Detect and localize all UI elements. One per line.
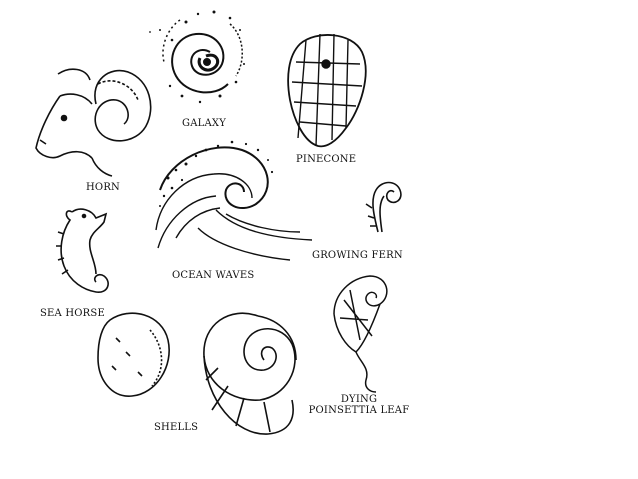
label-ocean-waves: OCEAN WAVES [172,270,255,281]
ocean-waves-drawing [155,146,313,261]
label-horn: HORN [86,182,120,193]
wave-spray [159,140,274,207]
label-dying-line2: POINSETTIA LEAF [308,405,410,416]
label-dying-line1: DYING [340,394,378,405]
dying-poinsettia-leaf-drawing [333,275,388,393]
pinecone-drawing [287,33,367,148]
label-shells: SHELLS [154,422,199,433]
galaxy-drawing [162,19,243,94]
label-sea-horse: SEA HORSE [40,308,105,319]
label-galaxy: GALAXY [182,118,226,129]
label-growing-fern: GROWING FERN [312,250,403,261]
growing-fern-drawing [365,181,402,233]
label-dying-poinsettia-leaf: DYING POINSETTIA LEAF [300,394,418,416]
galaxy-speckles [149,10,245,104]
nautilus-shell-drawing [203,312,297,435]
horn-drawing [35,68,152,177]
label-pinecone: PINECONE [296,154,357,165]
sea-horse-drawing [56,208,109,293]
shell-oval-drawing [97,312,170,397]
